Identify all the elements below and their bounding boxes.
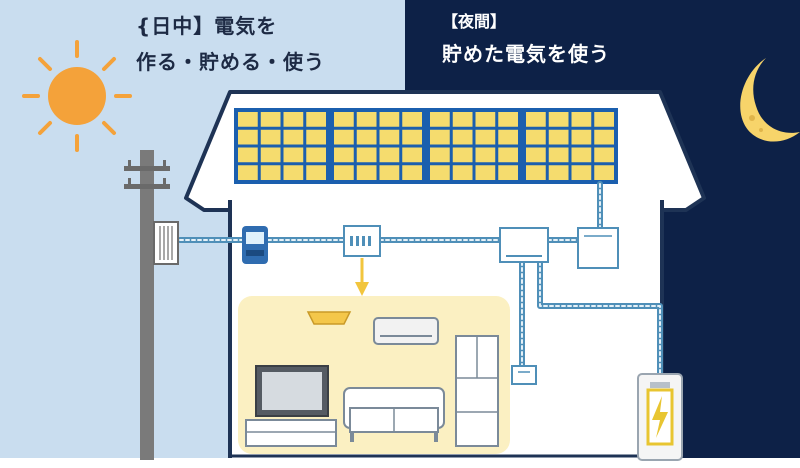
tv-icon <box>245 365 337 447</box>
moon-icon <box>740 58 800 142</box>
solar-panel-icon <box>330 108 426 184</box>
ceiling-light-icon <box>306 311 352 325</box>
solar-panels <box>234 108 618 184</box>
ground-strip <box>0 458 800 468</box>
outlet-icon <box>511 365 537 385</box>
day-heading-line1: {日中】電気を <box>136 14 278 38</box>
power-meter-icon <box>242 226 268 264</box>
wiring <box>177 181 663 381</box>
solar-panel-icon <box>522 108 618 184</box>
night-heading-line1: 【夜間】 <box>442 12 507 31</box>
solar-panel-icon <box>426 108 522 184</box>
day-heading-line2: 作る・貯める・使う <box>136 50 325 74</box>
refrigerator-icon <box>455 335 499 447</box>
air-conditioner-icon <box>373 317 439 345</box>
power-conditioner-icon <box>499 227 619 269</box>
storage-battery-icon <box>637 373 683 461</box>
sofa-icon <box>343 387 445 442</box>
distribution-board-icon <box>343 225 381 296</box>
sun-icon <box>22 40 132 152</box>
solar-panel-icon <box>234 108 330 184</box>
utility-pole-icon <box>124 150 179 460</box>
night-heading-line2: 貯めた電気を使う <box>442 42 610 66</box>
